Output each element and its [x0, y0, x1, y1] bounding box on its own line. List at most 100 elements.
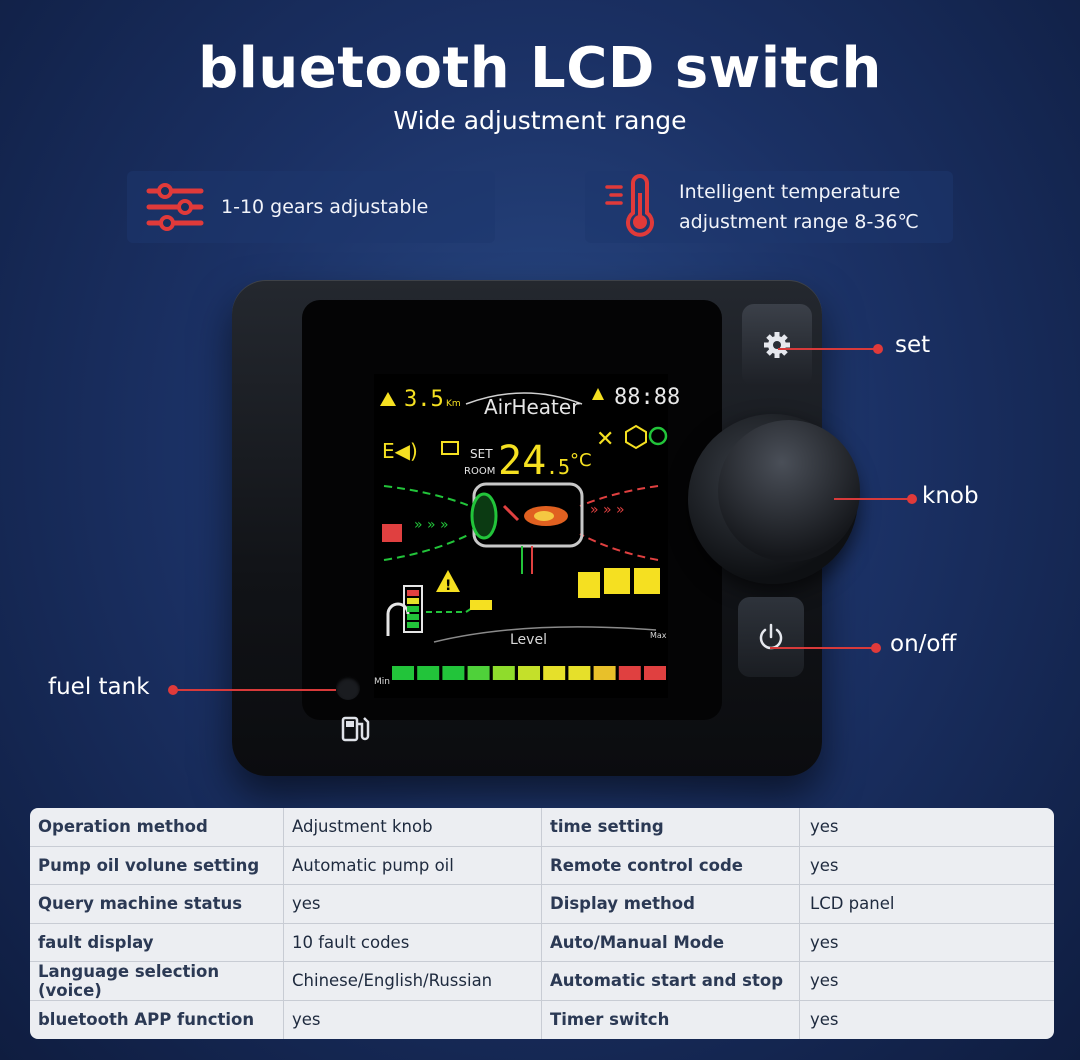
spec-value: yes: [810, 817, 839, 837]
lcd-temperature: 24: [498, 438, 546, 484]
spec-value: Chinese/English/Russian: [284, 962, 542, 1000]
lcd-temperature-decimal: .5: [546, 455, 570, 479]
lcd-max-label: Max: [650, 631, 667, 640]
feature-gears-line: 1-10 gears adjustable: [221, 196, 429, 218]
level-segment: [568, 666, 591, 680]
fuel-tank-callout-label: fuel tank: [48, 674, 150, 700]
fan-mode-icon: [578, 572, 600, 598]
svg-text:» » »: » » »: [414, 517, 449, 533]
level-segment: [518, 666, 540, 680]
lcd-min-label: Min: [374, 677, 390, 687]
set-callout-dot: [873, 344, 883, 354]
knob-callout-dot: [907, 494, 917, 504]
level-segment: [392, 666, 414, 680]
feature-temperature: Intelligent temperature adjustment range…: [585, 171, 953, 243]
lcd-temperature-unit: °C: [570, 450, 592, 471]
spec-value: Adjustment knob: [284, 808, 542, 846]
voice-icon: E◀): [382, 439, 418, 463]
warning-icon: [436, 570, 460, 592]
spec-value: yes: [284, 1000, 542, 1039]
spec-label: bluetooth APP function: [30, 1000, 284, 1039]
fuel-tank-port: [336, 676, 360, 700]
feature-temperature-text: Intelligent temperature adjustment range…: [679, 177, 919, 237]
fuel-tank-callout-dot: [168, 685, 178, 695]
feature-temperature-line-2: adjustment range 8-36℃: [679, 211, 919, 233]
spec-label: Query machine status: [30, 885, 284, 923]
lcd-distance-unit: Km: [446, 399, 461, 409]
spec-value: Automatic pump oil: [284, 846, 542, 884]
spec-label: Remote control code: [542, 846, 800, 884]
tools-icon: ✕: [596, 427, 614, 452]
lcd-set-label: SET: [470, 447, 493, 461]
spec-value: yes: [810, 1010, 839, 1030]
alarm-bell-icon: [592, 388, 604, 400]
level-segment: [543, 666, 566, 680]
knob-callout-line: [834, 498, 912, 500]
spec-row: Pump oil volune setting Automatic pump o…: [30, 846, 1054, 885]
spec-label: Auto/Manual Mode: [542, 923, 800, 961]
level-segment: [417, 666, 440, 680]
svg-text:» » »: » » »: [590, 502, 625, 518]
svg-text:!: !: [445, 578, 451, 594]
spec-row: fault display 10 fault codes Auto/Manual…: [30, 923, 1054, 962]
spec-row: Operation method Adjustment knob time se…: [30, 808, 1054, 847]
page-title: bluetooth LCD switch: [198, 36, 882, 101]
spec-value: 10 fault codes: [284, 923, 542, 961]
sliders-icon: [146, 183, 204, 231]
lcd-level-label: Level: [510, 632, 547, 648]
level-bar-group: [392, 666, 666, 680]
lcd-distance: 3.5: [404, 387, 444, 412]
fuel-station-icon: [341, 716, 370, 742]
spec-table: Operation method Adjustment knob time se…: [30, 808, 1054, 1039]
level-segment: [442, 666, 465, 680]
spec-label: Automatic start and stop: [542, 962, 800, 1000]
hexagon-icon: [625, 424, 647, 450]
spec-row: Query machine status yes Display method …: [30, 885, 1054, 924]
spec-label: fault display: [30, 923, 284, 961]
page-subtitle: Wide adjustment range: [393, 106, 687, 135]
level-segment: [644, 666, 666, 680]
lcd-room-label: ROOM: [464, 466, 495, 477]
spec-value: yes: [810, 855, 839, 875]
heat-mode-icon: [604, 568, 630, 594]
wifi-icon: [648, 426, 668, 446]
level-segment: [618, 666, 641, 680]
feature-gears-text: 1-10 gears adjustable: [221, 192, 428, 222]
heat-max-mode-icon: [634, 568, 660, 594]
level-segment: [467, 666, 490, 680]
level-segment: [492, 666, 515, 680]
feature-gears: 1-10 gears adjustable: [127, 171, 495, 243]
spec-label: Display method: [542, 885, 800, 923]
set-button[interactable]: [742, 304, 812, 386]
power-button[interactable]: [738, 597, 804, 677]
gear-icon: [764, 332, 790, 358]
level-segment: [593, 666, 616, 680]
power-callout-label: on/off: [890, 631, 957, 657]
set-callout-label: set: [895, 332, 931, 358]
spec-label: time setting: [542, 808, 800, 846]
battery-icon: [441, 441, 459, 455]
spec-label: Language selection (voice): [30, 962, 284, 1000]
fuel-tank-callout-line: [176, 689, 336, 691]
spec-label: Pump oil volune setting: [30, 846, 284, 884]
spec-label: Operation method: [30, 808, 284, 846]
lcd-brand: AirHeater: [484, 395, 580, 419]
feature-temperature-line-1: Intelligent temperature: [679, 181, 901, 203]
spec-value: yes: [810, 932, 839, 952]
power-callout-line: [770, 647, 876, 649]
spec-label: Timer switch: [542, 1000, 800, 1039]
thermometer-icon: [605, 174, 654, 237]
spec-value: yes: [810, 971, 839, 991]
lcd-clock: 88:88: [614, 385, 680, 410]
power-callout-dot: [871, 643, 881, 653]
spec-value: LCD panel: [810, 894, 895, 914]
spec-row: bluetooth APP function yes Timer switch …: [30, 1000, 1054, 1039]
set-callout-line: [778, 348, 878, 350]
spec-row: Language selection (voice) Chinese/Engli…: [30, 962, 1054, 1001]
adjustment-knob[interactable]: [718, 420, 860, 562]
warning-light-icon: [382, 524, 402, 542]
spec-value: yes: [284, 885, 542, 923]
knob-callout-label: knob: [922, 483, 979, 509]
mountain-icon: [380, 392, 396, 406]
lcd-screen: 3.5 Km 88:88 AirHeater E◀) SET ROOM 24 .…: [374, 374, 680, 698]
